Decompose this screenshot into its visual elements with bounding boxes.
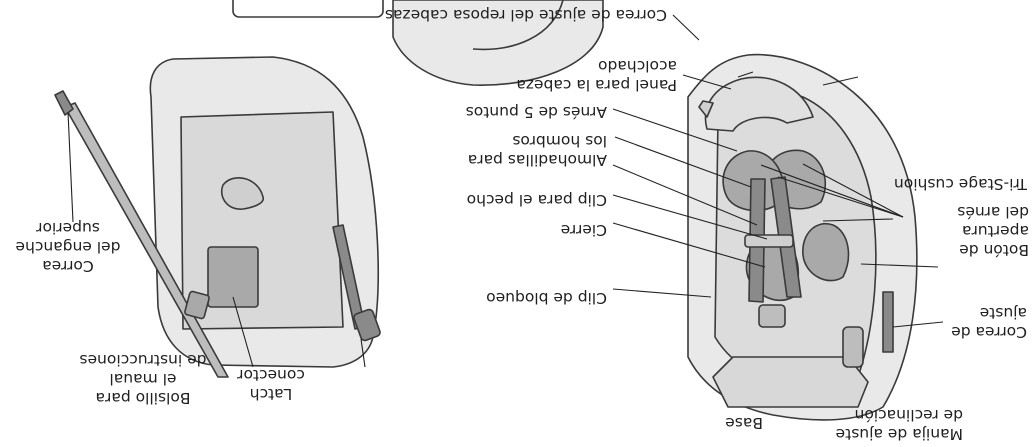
label-adjust-strap-line1: Correa de [951, 322, 1027, 341]
label-shoulder-pads-line1: Almohadillas para [468, 150, 607, 169]
tether-hook [55, 91, 73, 115]
label-release-button-line3: del arnés [957, 202, 1029, 221]
label-harness-line1: Arnés de 5 puntos [466, 103, 607, 121]
label-base: Base [725, 413, 763, 432]
car-seat-back-view [55, 57, 381, 377]
label-adjust-strap: Correa de ajuste [951, 303, 1027, 341]
label-buckle: Cierre [561, 220, 607, 239]
label-manual-pocket-line3: de instrucciones [68, 350, 218, 369]
chest-clip [745, 235, 793, 247]
label-headrest-strap: Correa de ajuste del reposa cabezas [385, 5, 667, 24]
buckle [759, 305, 785, 327]
label-top-tether-line3: superior [8, 218, 128, 237]
recline-handle [843, 327, 863, 367]
label-manual-pocket-line1: Bolsillo para [68, 388, 218, 407]
label-head-panel-line1: Panel para la cabeza [516, 75, 677, 94]
label-recline-handle: Manija de ajuste de reclinación [836, 405, 963, 443]
label-top-tether: Correa del enganche superior [8, 218, 128, 275]
label-adjust-strap-line2: ajuste [951, 303, 1027, 322]
label-latch-line1: Latch [221, 384, 321, 403]
adjust-strap [883, 292, 893, 352]
label-latch-line2: conector [221, 365, 321, 384]
label-manual-pocket: Bolsillo para el maual de instrucciones [68, 350, 218, 407]
label-recline-handle-line1: Manija de ajuste [836, 424, 963, 443]
label-headrest-strap-line1: Correa de ajuste del reposa cabezas [385, 6, 667, 24]
label-cushion: Tri-Stage cushion [894, 174, 1027, 193]
label-latch: Latch conector [221, 365, 321, 403]
label-lock-clip-line1: Clip de bloqueo [486, 289, 607, 307]
label-head-panel-line2: acolchado [516, 56, 677, 75]
label-lock-clip: Clip de bloqueo [486, 288, 607, 307]
label-base-line1: Base [725, 414, 763, 432]
label-release-button-line1: Botón de [957, 240, 1029, 259]
label-recline-handle-line2: de reclinación [836, 405, 963, 424]
label-cushion-line1: Tri-Stage cushion [894, 175, 1027, 193]
label-release-button-line2: apertura [957, 221, 1029, 240]
label-shoulder-pads: Almohadillas para los hombros [468, 131, 607, 169]
label-head-panel: Panel para la cabeza acolchado [516, 56, 677, 94]
label-manual-pocket-line2: el maual [68, 369, 218, 388]
label-chest-clip: Clip para el pecho [467, 190, 607, 209]
label-shoulder-pads-line2: los hombros [468, 131, 607, 150]
label-release-button: Botón de apertura del arnés [957, 202, 1029, 259]
label-buckle-line1: Cierre [561, 221, 607, 239]
label-top-tether-line2: del enganche [8, 237, 128, 256]
car-seat-front-view [688, 55, 917, 420]
label-harness: Arnés de 5 puntos [466, 102, 607, 121]
label-chest-clip-line1: Clip para el pecho [467, 191, 607, 209]
label-top-tether-line1: Correa [8, 256, 128, 275]
label-box [233, 0, 383, 17]
